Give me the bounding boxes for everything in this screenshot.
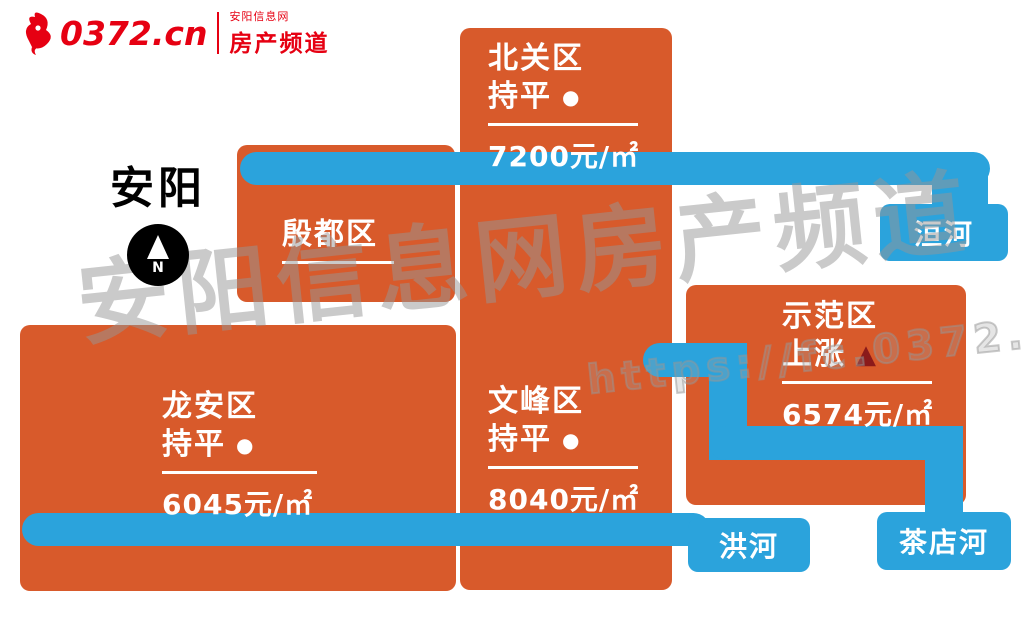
district-price: 6045元/㎡ bbox=[162, 488, 314, 521]
trend-label: 持平 bbox=[488, 79, 552, 114]
compass-n-label: N bbox=[152, 259, 164, 276]
underline bbox=[282, 261, 394, 264]
hong-river-band bbox=[22, 513, 710, 546]
district-info-wenfeng: 文峰区 持平 ● 8040元/㎡ bbox=[488, 383, 639, 518]
site-logo: 0372.cn 安阳信息网 房产频道 bbox=[20, 8, 329, 58]
rise-triangle-icon: ▲ bbox=[856, 340, 878, 370]
underline bbox=[488, 466, 638, 469]
logo-channel-name: 房产频道 bbox=[229, 31, 330, 57]
huan-river-band bbox=[240, 152, 990, 185]
district-block-beiguan-wenfeng bbox=[460, 28, 672, 590]
chadian-river-name: 茶店河 bbox=[898, 526, 989, 559]
underline bbox=[162, 471, 317, 474]
underline bbox=[782, 381, 932, 384]
district-price: 8040元/㎡ bbox=[488, 483, 640, 516]
trend-row: 持平 ● bbox=[488, 421, 639, 459]
logo-divider bbox=[217, 12, 220, 54]
logo-text-group: 安阳信息网 房产频道 bbox=[229, 8, 329, 58]
compass-north-icon: N bbox=[127, 224, 189, 286]
trend-label: 持平 bbox=[488, 422, 552, 457]
hong-river-label: 洪河 bbox=[688, 518, 810, 572]
trend-row: 持平 ● bbox=[162, 426, 317, 464]
district-price: 6574元/㎡ bbox=[782, 398, 934, 431]
rooster-icon bbox=[25, 12, 51, 55]
logo-site-name: 安阳信息网 bbox=[229, 10, 290, 23]
trend-row: 持平 ● bbox=[488, 78, 639, 116]
district-name: 示范区 bbox=[782, 299, 878, 334]
district-name: 龙安区 bbox=[162, 389, 258, 424]
district-info-shifan: 示范区 上涨 ▲ 6574元/㎡ bbox=[782, 298, 933, 433]
huan-river-label: 洹河 bbox=[880, 204, 1008, 261]
district-info-yindu: 殷都区 bbox=[282, 216, 394, 273]
district-price: 7200元/㎡ bbox=[488, 140, 640, 173]
district-info-longan: 龙安区 持平 ● 6045元/㎡ bbox=[162, 388, 317, 523]
flat-dot-icon: ● bbox=[236, 433, 256, 457]
trend-label: 持平 bbox=[162, 427, 226, 462]
flat-dot-icon: ● bbox=[562, 85, 582, 109]
chadian-river-label: 茶店河 bbox=[877, 512, 1011, 570]
trend-row: 上涨 ▲ bbox=[782, 336, 933, 374]
district-block-longan bbox=[20, 325, 456, 591]
chadian-river-horizontal-segment bbox=[709, 426, 963, 460]
underline bbox=[488, 123, 638, 126]
district-name: 文峰区 bbox=[488, 384, 584, 419]
district-info-beiguan: 北关区 持平 ● 7200元/㎡ bbox=[488, 40, 639, 175]
huan-river-name: 洹河 bbox=[913, 217, 974, 251]
logo-site-text: 0372.cn bbox=[60, 13, 208, 53]
flat-dot-icon: ● bbox=[562, 428, 582, 452]
district-name: 北关区 bbox=[488, 41, 584, 76]
city-title: 安阳 bbox=[110, 163, 206, 214]
north-arrow-icon bbox=[147, 234, 169, 259]
trend-label: 上涨 bbox=[782, 337, 846, 372]
hong-river-name: 洪河 bbox=[718, 530, 779, 563]
district-name: 殷都区 bbox=[282, 217, 378, 252]
